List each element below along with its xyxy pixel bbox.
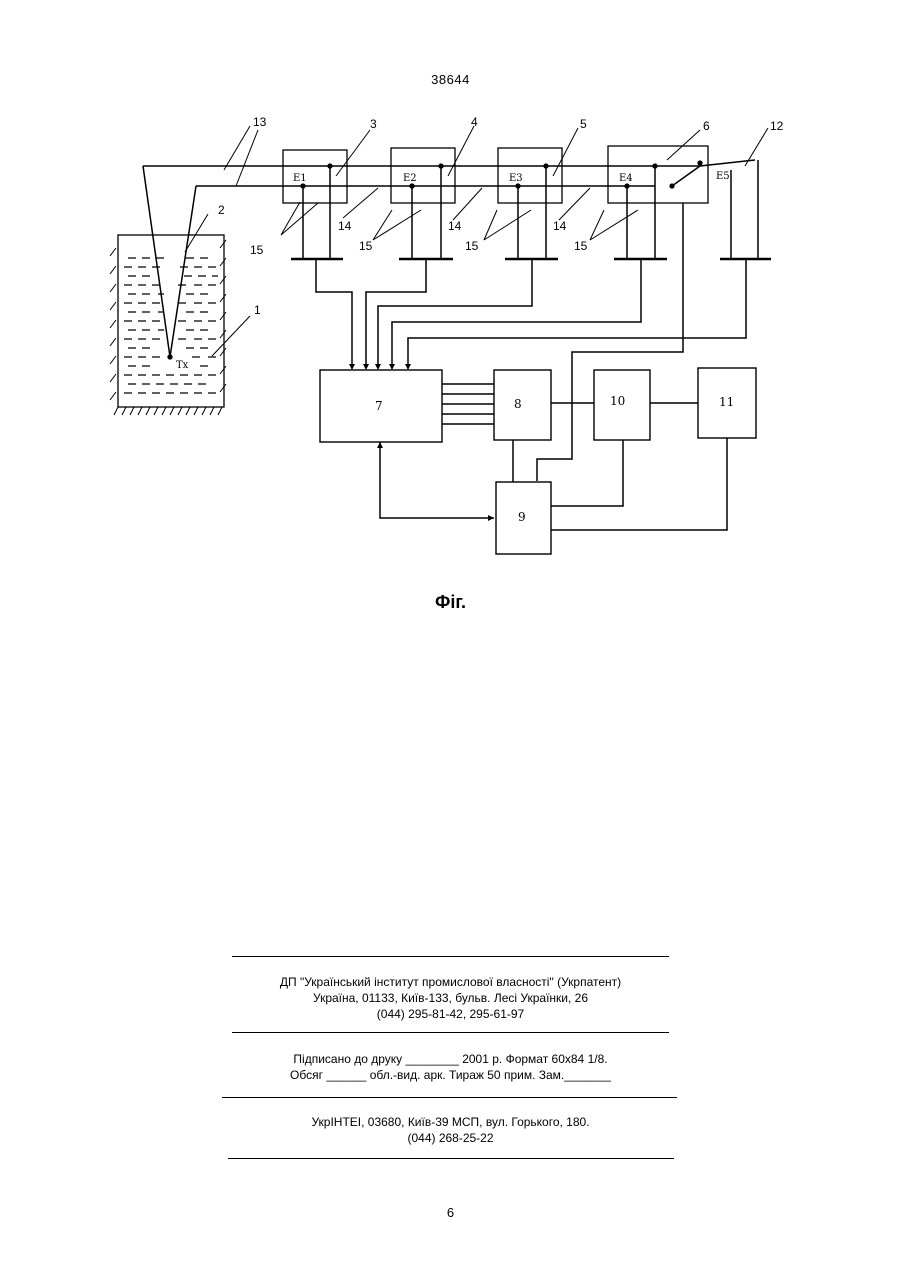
ref-3: 3 <box>370 117 377 131</box>
divider-2 <box>232 1032 669 1033</box>
electrode-box-e2 <box>391 148 455 203</box>
ref-14-c: 14 <box>553 219 567 233</box>
publisher-block: ДП "Український інститут промислової вла… <box>0 974 901 1022</box>
ref-1: 1 <box>254 303 261 317</box>
ref-15-c: 15 <box>465 239 479 253</box>
publisher-phones: (044) 295-81-42, 295-61-97 <box>0 1006 901 1022</box>
block-label-8: 8 <box>514 397 522 411</box>
switch-6 <box>672 166 700 186</box>
wire-upper <box>143 160 755 166</box>
ref-14-a: 14 <box>338 219 352 233</box>
print-volume-line: Обсяг ______ обл.-вид. арк. Тираж 50 при… <box>0 1067 901 1083</box>
electrode-box-e3 <box>498 148 562 203</box>
publisher-address: Україна, 01133, Київ-133, бульв. Лесі Ук… <box>0 990 901 1006</box>
ref-13: 13 <box>253 115 267 129</box>
block-label-7: 7 <box>375 399 383 413</box>
ref-15-d: 15 <box>574 239 588 253</box>
divider-1 <box>232 956 669 957</box>
liquid-hatching <box>124 258 218 393</box>
electrode-label-e4: E4 <box>619 173 633 184</box>
thermocouple-wires <box>143 166 196 357</box>
printer-phone: (044) 268-25-22 <box>0 1130 901 1146</box>
ref-15-b: 15 <box>359 239 373 253</box>
print-info-block: Підписано до друку ________ 2001 р. Форм… <box>0 1051 901 1083</box>
ref-15-a: 15 <box>250 243 264 257</box>
vessel-label-tx: Tx <box>176 360 189 371</box>
electrode-label-e5: E5 <box>716 171 730 182</box>
divider-3 <box>222 1097 677 1098</box>
printer-address: УкрІНТЕІ, 03680, Київ-39 МСП, вул. Горьк… <box>0 1114 901 1130</box>
ref-14-b: 14 <box>448 219 462 233</box>
ref-6: 6 <box>703 119 710 133</box>
ref-12: 12 <box>770 119 784 133</box>
ref-5: 5 <box>580 117 587 131</box>
electrode-label-e1: E1 <box>293 173 307 184</box>
figure-caption: Фіг. <box>0 592 901 613</box>
patent-schematic-figure: E1 E2 E3 E4 E5 Tx 7 8 9 10 11 1 2 3 4 5 … <box>0 0 901 580</box>
print-signed-line: Підписано до друку ________ 2001 р. Форм… <box>0 1051 901 1067</box>
block-label-10: 10 <box>610 394 625 408</box>
publisher-name: ДП "Український інститут промислової вла… <box>0 974 901 990</box>
block-label-9: 9 <box>518 510 526 524</box>
block-8 <box>494 370 551 440</box>
ground-hatching <box>110 240 226 415</box>
electrode-label-e2: E2 <box>403 173 417 184</box>
ref-2: 2 <box>218 203 225 217</box>
page-number: 6 <box>0 1205 901 1220</box>
printer-block: УкрІНТЕІ, 03680, Київ-39 МСП, вул. Горьк… <box>0 1114 901 1146</box>
block-label-11: 11 <box>719 395 734 409</box>
electrode-label-e3: E3 <box>509 173 523 184</box>
ref-4: 4 <box>471 115 478 129</box>
divider-4 <box>228 1158 674 1159</box>
